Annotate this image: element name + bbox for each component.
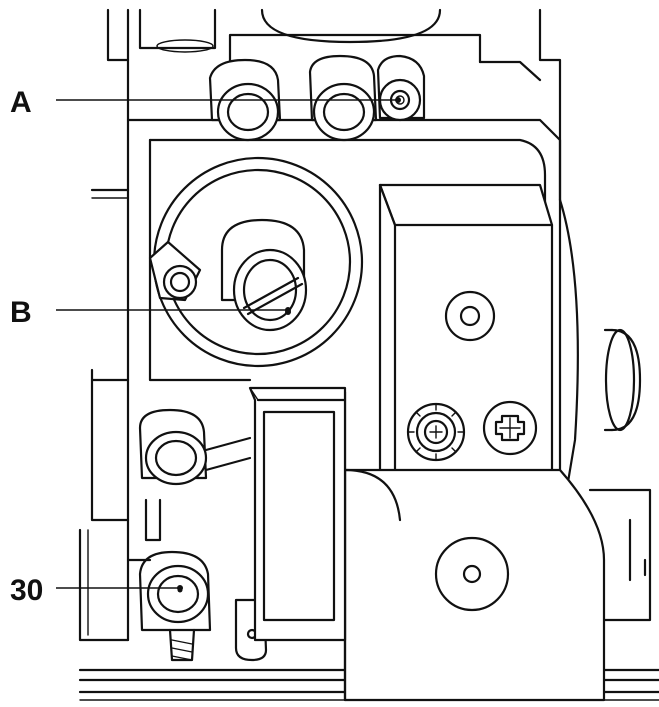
callout-a-label: A <box>10 86 32 119</box>
callout-b: B <box>10 296 291 329</box>
callout-30: 30 <box>10 574 183 607</box>
callout-30-dot <box>177 585 183 591</box>
callout-b-label: B <box>10 296 32 329</box>
inlet-ports <box>126 408 268 662</box>
callout-a-dot <box>395 97 401 103</box>
top-pressure-ports <box>208 54 426 142</box>
callout-b-dot <box>285 307 291 313</box>
solenoid-block <box>248 183 606 702</box>
pressure-regulator <box>148 156 364 368</box>
callout-a: A <box>10 86 401 119</box>
callout-30-label: 30 <box>10 574 43 607</box>
